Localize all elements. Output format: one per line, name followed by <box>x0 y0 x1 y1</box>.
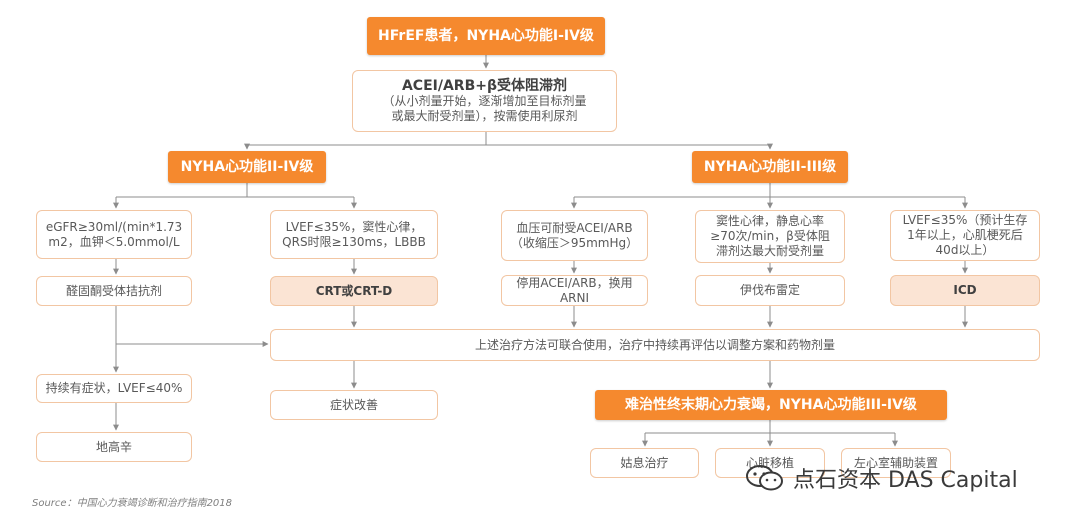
bp-condition: 血压可耐受ACEI/ARB （收缩压＞95mmHg） <box>501 210 648 261</box>
digoxin-therapy: 地高辛 <box>36 432 192 462</box>
egfr-condition: eGFR≥30ml/(min*1.73 m2，血钾＜5.0mmol/L <box>36 210 192 259</box>
refractory-hf-node: 难治性终末期心力衰竭，NYHA心功能III-IV级 <box>595 390 947 420</box>
root-node: HFrEF患者，NYHA心功能I-IV级 <box>367 17 605 55</box>
ivabradine-therapy: 伊伐布雷定 <box>695 275 845 306</box>
left-branch-node: NYHA心功能II-IV级 <box>168 151 326 183</box>
initial-treatment-title: ACEI/ARB+β受体阻滞剂 <box>401 77 568 94</box>
sinus-rhythm-condition: 窦性心律，静息心率 ≥70次/min，β受体阻 滞剂达最大耐受剂量 <box>695 210 845 263</box>
wechat-icon <box>746 465 783 491</box>
lvad-node: 左心室辅助装置 <box>841 448 951 478</box>
lvef-crt-condition: LVEF≤35%，窦性心律， QRS时限≥130ms，LBBB <box>270 210 438 259</box>
crt-therapy: CRT或CRT-D <box>270 276 438 306</box>
initial-treatment-node: ACEI/ARB+β受体阻滞剂 （从小剂量开始，逐渐增加至目标剂量 或最大耐受剂… <box>352 70 617 132</box>
mra-therapy: 醛固酮受体拮抗剂 <box>36 276 192 306</box>
right-branch-node: NYHA心功能II-III级 <box>692 151 848 183</box>
combined-therapy-note: 上述治疗方法可联合使用，治疗中持续再评估以调整方案和药物剂量 <box>270 329 1040 361</box>
arni-therapy: 停用ACEI/ARB，换用 ARNI <box>501 275 648 306</box>
watermark-text: 点石资本 DAS Capital <box>793 468 1018 493</box>
source-note: Source：中国心力衰竭诊断和治疗指南2018 <box>32 498 233 509</box>
symptom-improvement-node: 症状改善 <box>270 390 438 420</box>
persistent-symptoms-node: 持续有症状，LVEF≤40% <box>36 374 192 403</box>
initial-treatment-detail: （从小剂量开始，逐渐增加至目标剂量 或最大耐受剂量），按需使用利尿剂 <box>382 93 587 123</box>
palliative-care-node: 姑息治疗 <box>590 448 699 478</box>
watermark: 点石资本 DAS Capital <box>745 462 1018 494</box>
icd-therapy: ICD <box>890 275 1040 306</box>
lvef-icd-condition: LVEF≤35%（预计生存 1年以上，心肌梗死后 40d以上） <box>890 210 1040 261</box>
